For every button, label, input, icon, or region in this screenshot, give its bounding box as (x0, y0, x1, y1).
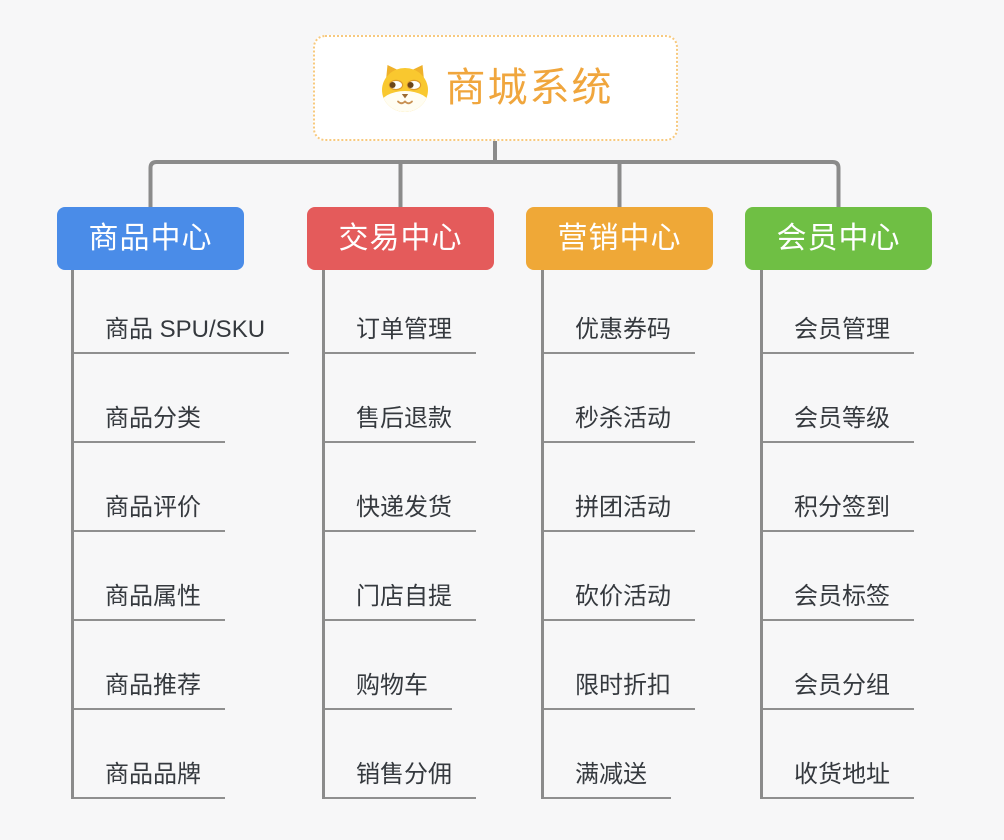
topic-item[interactable]: 售后退款 (325, 354, 476, 443)
branch-bus-line (148, 160, 841, 207)
topic-item[interactable]: 订单管理 (325, 270, 476, 354)
branch-label: 会员中心 (776, 221, 901, 255)
topic-label: 拼团活动 (544, 494, 695, 532)
branch-node-product-center[interactable]: 商品中心 (57, 207, 244, 270)
topic-item[interactable]: 拼团活动 (544, 443, 695, 532)
topic-label: 门店自提 (325, 583, 476, 621)
topic-item[interactable]: 购物车 (325, 621, 476, 710)
topic-item[interactable]: 商品分类 (74, 354, 289, 443)
topic-item[interactable]: 商品品牌 (74, 710, 289, 799)
topic-item[interactable]: 会员分组 (763, 621, 914, 710)
topic-item[interactable]: 会员标签 (763, 532, 914, 621)
topic-label: 会员管理 (763, 316, 914, 354)
topic-item[interactable]: 收货地址 (763, 710, 914, 799)
topic-label: 优惠券码 (544, 316, 695, 354)
topic-item[interactable]: 优惠券码 (544, 270, 695, 354)
topic-label: 秒杀活动 (544, 405, 695, 443)
topic-item[interactable]: 砍价活动 (544, 532, 695, 621)
topic-label: 会员标签 (763, 583, 914, 621)
branch-children-trade-center: 订单管理 售后退款 快递发货 门店自提 购物车 销售分佣 (322, 270, 476, 799)
dog-face-icon (381, 65, 428, 112)
branch-node-trade-center[interactable]: 交易中心 (307, 207, 494, 270)
topic-label: 订单管理 (325, 316, 476, 354)
topic-item[interactable]: 商品推荐 (74, 621, 289, 710)
branch-label: 交易中心 (338, 221, 463, 255)
topic-label: 购物车 (325, 672, 452, 710)
topic-item[interactable]: 限时折扣 (544, 621, 695, 710)
branch-node-marketing-center[interactable]: 营销中心 (526, 207, 713, 270)
branch-label: 商品中心 (88, 221, 213, 255)
root-title: 商城系统 (445, 66, 614, 110)
topic-item[interactable]: 会员管理 (763, 270, 914, 354)
topic-item[interactable]: 会员等级 (763, 354, 914, 443)
topic-label: 销售分佣 (325, 761, 476, 799)
branch-node-member-center[interactable]: 会员中心 (745, 207, 932, 270)
topic-item[interactable]: 商品属性 (74, 532, 289, 621)
topic-label: 商品 SPU/SKU (74, 316, 290, 354)
topic-item[interactable]: 满减送 (544, 710, 695, 799)
topic-item[interactable]: 秒杀活动 (544, 354, 695, 443)
topic-label: 满减送 (544, 761, 671, 799)
topic-label: 商品评价 (74, 494, 225, 532)
topic-label: 积分签到 (763, 494, 914, 532)
topic-item[interactable]: 快递发货 (325, 443, 476, 532)
branch-children-product-center: 商品 SPU/SKU 商品分类 商品评价 商品属性 商品推荐 商品品牌 (71, 270, 290, 799)
topic-label: 会员分组 (763, 672, 914, 710)
topic-item[interactable]: 积分签到 (763, 443, 914, 532)
topic-item[interactable]: 商品评价 (74, 443, 289, 532)
topic-label: 砍价活动 (544, 583, 695, 621)
branch-label: 营销中心 (557, 221, 682, 255)
topic-label: 售后退款 (325, 405, 476, 443)
topic-label: 商品品牌 (74, 761, 225, 799)
root-node[interactable]: 商城系统 (313, 35, 678, 141)
topic-item[interactable]: 商品 SPU/SKU (74, 270, 290, 354)
topic-label: 收货地址 (763, 761, 914, 799)
topic-label: 会员等级 (763, 405, 914, 443)
topic-item[interactable]: 销售分佣 (325, 710, 476, 799)
topic-label: 商品分类 (74, 405, 225, 443)
topic-label: 商品属性 (74, 583, 225, 621)
topic-label: 快递发货 (325, 494, 476, 532)
topic-label: 限时折扣 (544, 672, 695, 710)
topic-label: 商品推荐 (74, 672, 225, 710)
branch-children-marketing-center: 优惠券码 秒杀活动 拼团活动 砍价活动 限时折扣 满减送 (541, 270, 695, 799)
branch-children-member-center: 会员管理 会员等级 积分签到 会员标签 会员分组 收货地址 (760, 270, 914, 799)
topic-item[interactable]: 门店自提 (325, 532, 476, 621)
